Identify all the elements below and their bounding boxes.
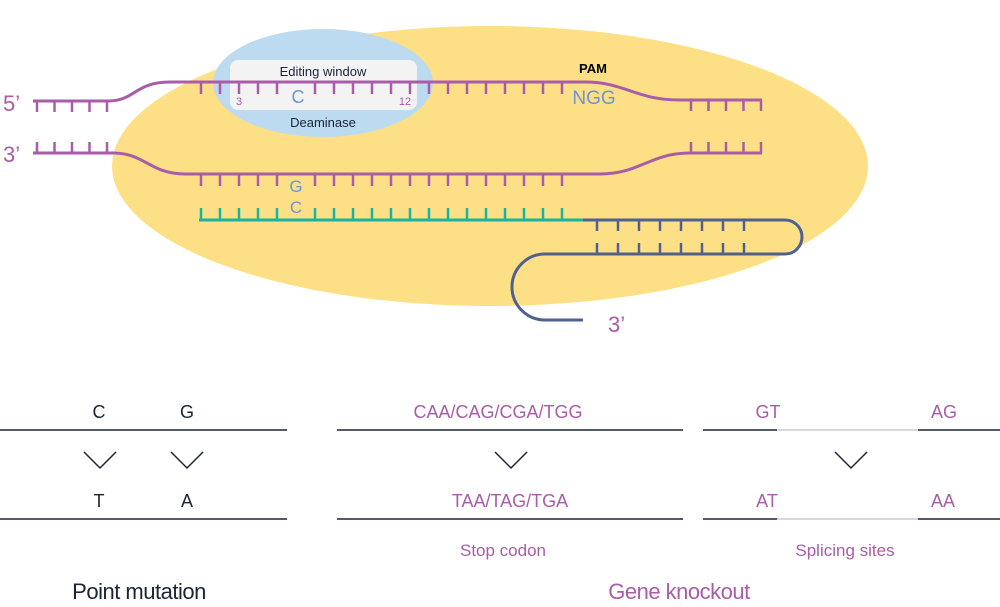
bottom-strand-middle-ticks xyxy=(199,174,564,186)
five-prime-label: 5’ xyxy=(3,91,20,116)
splice-from-left: GT xyxy=(756,402,781,422)
deaminase-label: Deaminase xyxy=(290,115,356,130)
stop-codon-label: Stop codon xyxy=(460,541,546,560)
guide-rna-ticks xyxy=(199,208,564,220)
top-strand-middle-ticks xyxy=(199,82,564,94)
top-dna-strand xyxy=(33,80,762,103)
target-base-c: C xyxy=(292,87,305,107)
stop-codon-to: TAA/TAG/TGA xyxy=(452,491,568,511)
editing-window-start: 3 xyxy=(236,96,242,108)
pam-sequence: NGG xyxy=(572,88,615,109)
chevron-down-icon xyxy=(494,451,528,470)
splice-to-left: AT xyxy=(756,491,778,511)
top-strand-left-ticks xyxy=(35,101,109,112)
editing-window-title: Editing window xyxy=(280,64,367,79)
point-mutation-to-a: A xyxy=(181,491,193,511)
point-mutation-to-t: T xyxy=(94,491,105,511)
bottom-dna-strand xyxy=(33,151,762,176)
guide-three-prime-label: 3’ xyxy=(608,312,625,337)
target-strand-base-g: G xyxy=(289,177,302,196)
top-strand-right-ticks xyxy=(689,100,763,111)
point-mutation-title: Point mutation xyxy=(72,579,206,604)
point-mutation-from-g: G xyxy=(180,402,194,422)
guide-base-c: C xyxy=(290,198,302,217)
editing-window-end: 12 xyxy=(399,96,411,108)
stop-codon-from: CAA/CAG/CGA/TGG xyxy=(413,402,582,422)
chevron-down-icon xyxy=(834,451,868,470)
pam-title: PAM xyxy=(579,61,607,76)
bottom-strand-right-ticks xyxy=(689,142,763,153)
chevron-down-icon xyxy=(83,451,117,470)
chevron-down-icon xyxy=(170,451,204,470)
splice-to-right: AA xyxy=(931,491,955,511)
splice-from-right: AG xyxy=(931,402,957,422)
point-mutation-from-c: C xyxy=(93,402,106,422)
editing-window-box xyxy=(230,60,417,110)
gene-knockout-title: Gene knockout xyxy=(608,579,750,604)
guide-rna-scaffold xyxy=(510,218,804,322)
scaffold-hairpin-ticks xyxy=(595,220,746,254)
splicing-sites-label: Splicing sites xyxy=(795,541,894,560)
bottom-strand-left-ticks xyxy=(35,142,109,153)
three-prime-label: 3’ xyxy=(3,142,20,167)
